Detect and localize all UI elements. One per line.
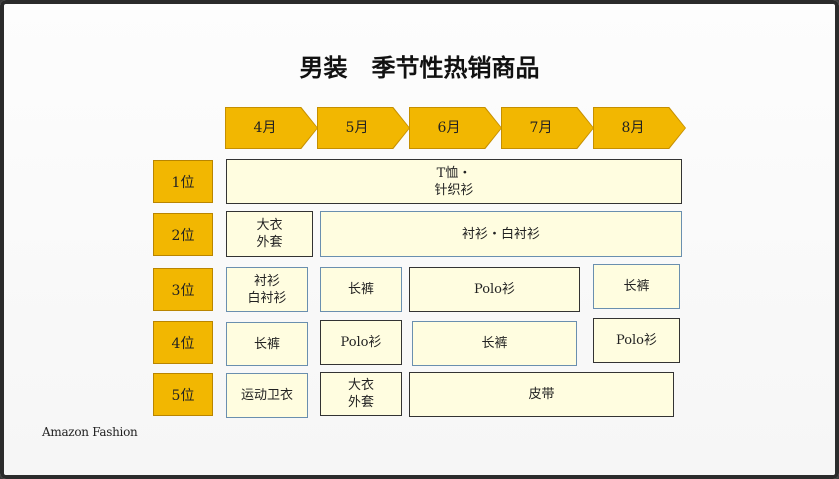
rank-label: 5位 <box>153 373 213 416</box>
rank-label: 4位 <box>153 321 213 364</box>
month-label: 8月 <box>621 120 645 136</box>
product-cell: Polo衫 <box>320 320 402 365</box>
rank-label: 2位 <box>153 213 213 256</box>
product-cell: T恤・ 针织衫 <box>226 159 682 204</box>
amazon-fashion-logo: Amazon Fashion <box>42 425 138 439</box>
month-chevron <box>594 108 685 148</box>
product-cell: Polo衫 <box>409 267 580 312</box>
rank-label: 3位 <box>153 268 213 311</box>
month-chevron <box>226 108 317 148</box>
month-label: 6月 <box>437 120 461 136</box>
month-chevron <box>410 108 501 148</box>
product-cell: 大衣 外套 <box>226 211 313 257</box>
product-cell: 运动卫衣 <box>226 373 308 418</box>
product-cell: 长裤 <box>320 267 402 312</box>
product-cell: 皮带 <box>409 372 674 417</box>
product-cell: 衬衫 白衬衫 <box>226 267 308 312</box>
product-cell: 衬衫・白衬衫 <box>320 211 682 257</box>
month-chevron <box>502 108 593 148</box>
month-label: 4月 <box>253 120 277 136</box>
rank-label: 1位 <box>153 160 213 203</box>
product-cell: 长裤 <box>412 321 577 366</box>
product-cell: 长裤 <box>226 322 308 366</box>
month-chevron <box>318 108 409 148</box>
product-cell: 长裤 <box>593 264 680 309</box>
page-title: 男装 季节性热销商品 <box>299 54 540 82</box>
month-label: 5月 <box>345 120 369 136</box>
product-cell: 大衣 外套 <box>320 372 402 416</box>
product-cell: Polo衫 <box>593 318 680 363</box>
month-label: 7月 <box>529 120 553 136</box>
